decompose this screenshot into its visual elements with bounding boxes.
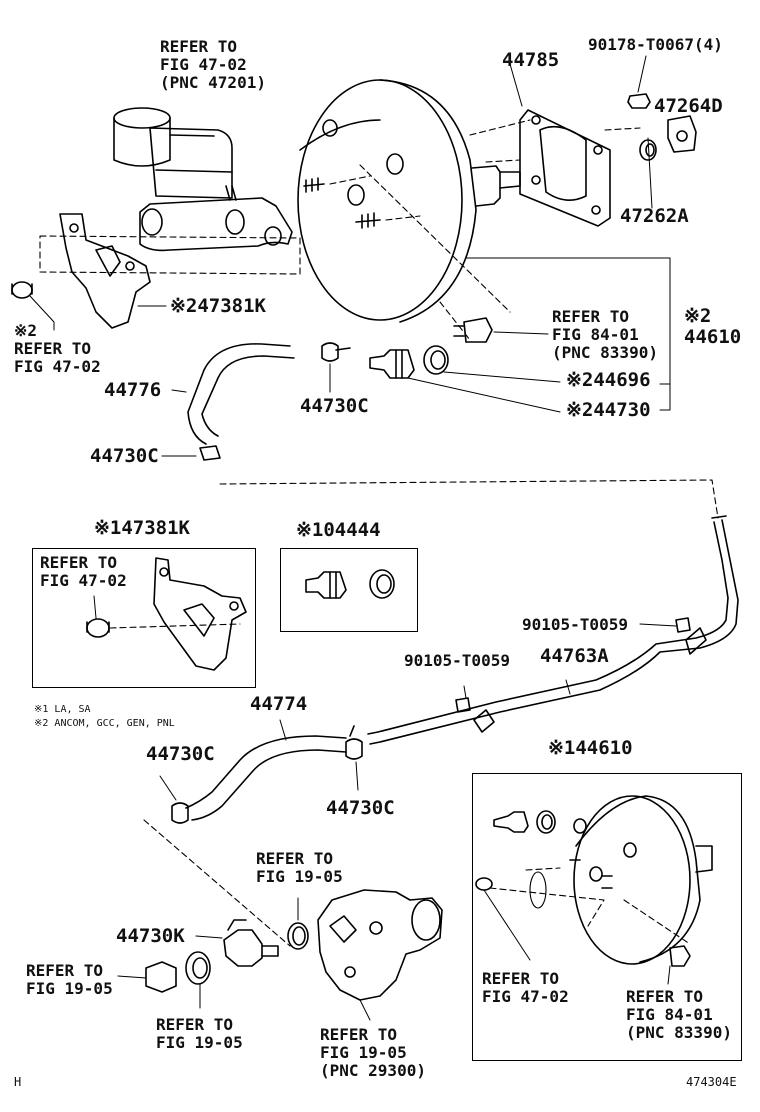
stud-bolt [303,177,381,229]
label-ref-fig-47-02-pnc-47201[interactable]: REFER TO FIG 47-02 (PNC 47201) [160,37,266,92]
bracket-47381k [59,213,151,329]
master-cylinder-reservoir [113,107,233,199]
check-valve-04444 [305,569,395,599]
bolt-box [86,618,110,638]
vacuum-sensor [453,317,493,343]
label-90105-t0059-b[interactable]: 90105-T0059 [404,651,510,670]
clevis-47264d [667,115,697,153]
o-ring [287,922,309,950]
label-ref-fig-47-02-bottom[interactable]: REFER TO FIG 47-02 [482,969,569,1006]
corner-code-right: 474304E [686,1075,737,1089]
clamp-44730c-b [199,445,221,461]
label-44730c-d[interactable]: 44730C [326,797,395,819]
clamp-44730c-d [345,725,363,760]
vacuum-hose-44774 [185,735,347,821]
label-90178-t0067[interactable]: 90178-T0067(4) [588,35,723,54]
label-ref-fig-19-05-c[interactable]: REFER TO FIG 19-05 [156,1015,243,1052]
gasket-washer [185,951,211,985]
bolt-90105-b [455,697,471,713]
label-ref-fig-84-01-top[interactable]: REFER TO FIG 84-01 (PNC 83390) [552,307,658,362]
label-47264d[interactable]: 47264D [654,95,723,117]
label-47262a[interactable]: 47262A [620,205,689,227]
label-44730c-b[interactable]: 44730C [90,445,159,467]
label-44610-top[interactable]: ※2 44610 [684,305,742,349]
label-44774[interactable]: 44774 [250,693,308,715]
label-44610-bottom[interactable]: ※144610 [548,737,633,759]
nut-90178 [627,93,651,109]
union-44730k [223,919,279,967]
sensor-bottom [669,945,691,967]
label-44785[interactable]: 44785 [502,49,560,71]
corner-code-left: H [14,1075,22,1089]
label-ref-fig-19-05-pnc-29300[interactable]: REFER TO FIG 19-05 (PNC 29300) [320,1025,426,1080]
plug-cap [145,961,177,993]
vacuum-pipe-44763a [367,515,739,745]
label-44730k[interactable]: 44730K [116,925,185,947]
grommet [423,345,449,375]
label-44730[interactable]: ※244730 [566,399,651,421]
label-47381k-top[interactable]: ※247381K [170,295,266,317]
gasket-plate [519,109,611,227]
label-ref-fig-47-02-left[interactable]: ※2 REFER TO FIG 47-02 [14,321,101,376]
label-ref-fig-19-05-b[interactable]: REFER TO FIG 19-05 [26,961,113,998]
label-90105-t0059-a[interactable]: 90105-T0059 [522,615,628,634]
label-44763a[interactable]: 44763A [540,645,609,667]
clamp-44730c-a [321,342,351,362]
label-44730c-c[interactable]: 44730C [146,743,215,765]
variant-box-bracket [32,548,256,688]
clamp-44730c-c [171,802,189,824]
check-valve [369,349,415,379]
label-44776[interactable]: 44776 [104,379,162,401]
bracket-47381k-box [153,557,247,671]
variant-box-check-valve [280,548,418,632]
brake-booster-top [297,79,521,323]
label-ref-fig-19-05-a[interactable]: REFER TO FIG 19-05 [256,849,343,886]
label-47381k-box[interactable]: ※147381K [94,517,190,539]
label-ref-fig-84-01-bottom[interactable]: REFER TO FIG 84-01 (PNC 83390) [626,987,732,1042]
label-44730c-a[interactable]: 44730C [300,395,369,417]
label-note-1: ※1 LA, SA [34,704,91,715]
bolt-left [11,281,33,299]
alignment-lines-top [39,119,641,341]
vacuum-pump [317,889,443,1001]
bolt-90105-a [675,617,691,633]
label-44696[interactable]: ※244696 [566,369,651,391]
label-04444[interactable]: ※104444 [296,519,381,541]
check-valve-bottom [493,810,556,834]
label-ref-fig-47-02-box[interactable]: REFER TO FIG 47-02 [40,553,127,590]
vacuum-hose-44776 [187,343,295,445]
brake-booster-bottom [569,795,713,965]
label-note-2: ※2 ANCOM, GCC, GEN, PNL [34,718,175,729]
variant-box-booster [472,773,742,1061]
